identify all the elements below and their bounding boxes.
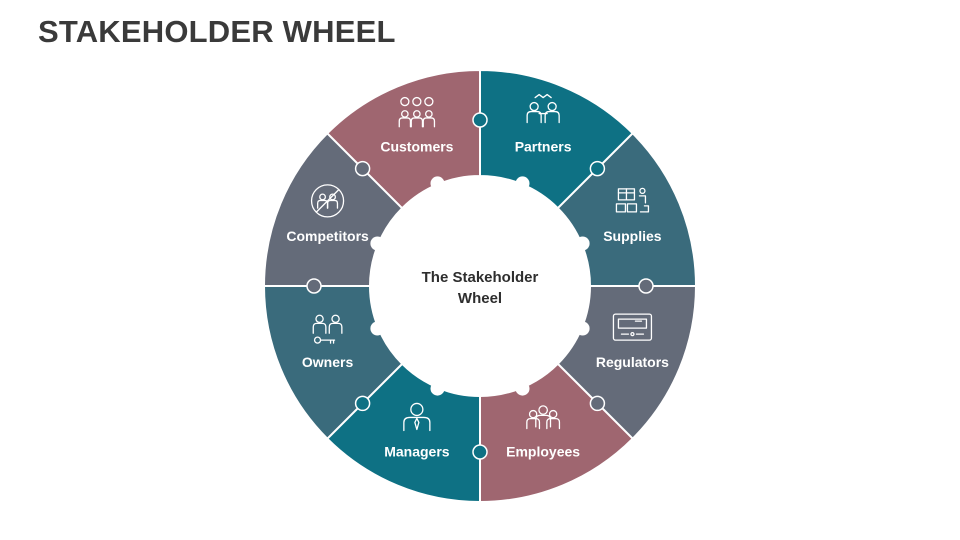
puzzle-notch [430,176,445,191]
puzzle-tab [354,160,371,177]
segment-label-owners: Owners [302,354,354,370]
segment-label-regulators: Regulators [596,354,669,370]
puzzle-notch [575,236,590,251]
segment-label-competitors: Competitors [286,228,369,244]
puzzle-tab [472,112,488,128]
competitors-icon [310,184,345,218]
puzzle-tab [589,395,606,412]
manager-icon [403,402,431,432]
wheel-segment-partners [479,68,635,210]
wheel-segment-competitors [262,131,404,287]
center-title-line2: Wheel [458,290,502,307]
segment-label-partners: Partners [515,139,572,155]
center-circle [374,180,586,392]
puzzle-tab [354,395,371,412]
puzzle-notch [430,381,445,396]
wheel-segment-managers [325,362,481,504]
segment-label-supplies: Supplies [603,228,662,244]
puzzle-notch [370,236,385,251]
puzzle-notch [575,321,590,336]
segment-label-customers: Customers [380,139,453,155]
wheel-segment-owners [262,285,404,441]
wheel-segment-employees [479,362,635,504]
warehouse-delivery-icon [615,187,650,213]
customers-feedback-icon [398,96,436,128]
wheel-segment-customers [325,68,481,210]
page-title: STAKEHOLDER WHEEL [38,14,396,49]
wheel-segment-regulators [556,285,698,441]
puzzle-tab [589,160,606,177]
employee-group-icon [526,405,561,430]
puzzle-notch [515,176,530,191]
puzzle-tab [472,444,488,460]
thermostat-icon [612,313,653,341]
center-title-line1: The Stakeholder [422,269,539,286]
owners-key-icon [312,314,343,344]
handshake-people-icon [526,93,560,124]
segment-label-managers: Managers [384,443,450,459]
puzzle-tab [638,278,654,294]
segment-label-employees: Employees [506,443,580,459]
puzzle-notch [370,321,385,336]
puzzle-notch [515,381,530,396]
puzzle-tab [306,278,322,294]
